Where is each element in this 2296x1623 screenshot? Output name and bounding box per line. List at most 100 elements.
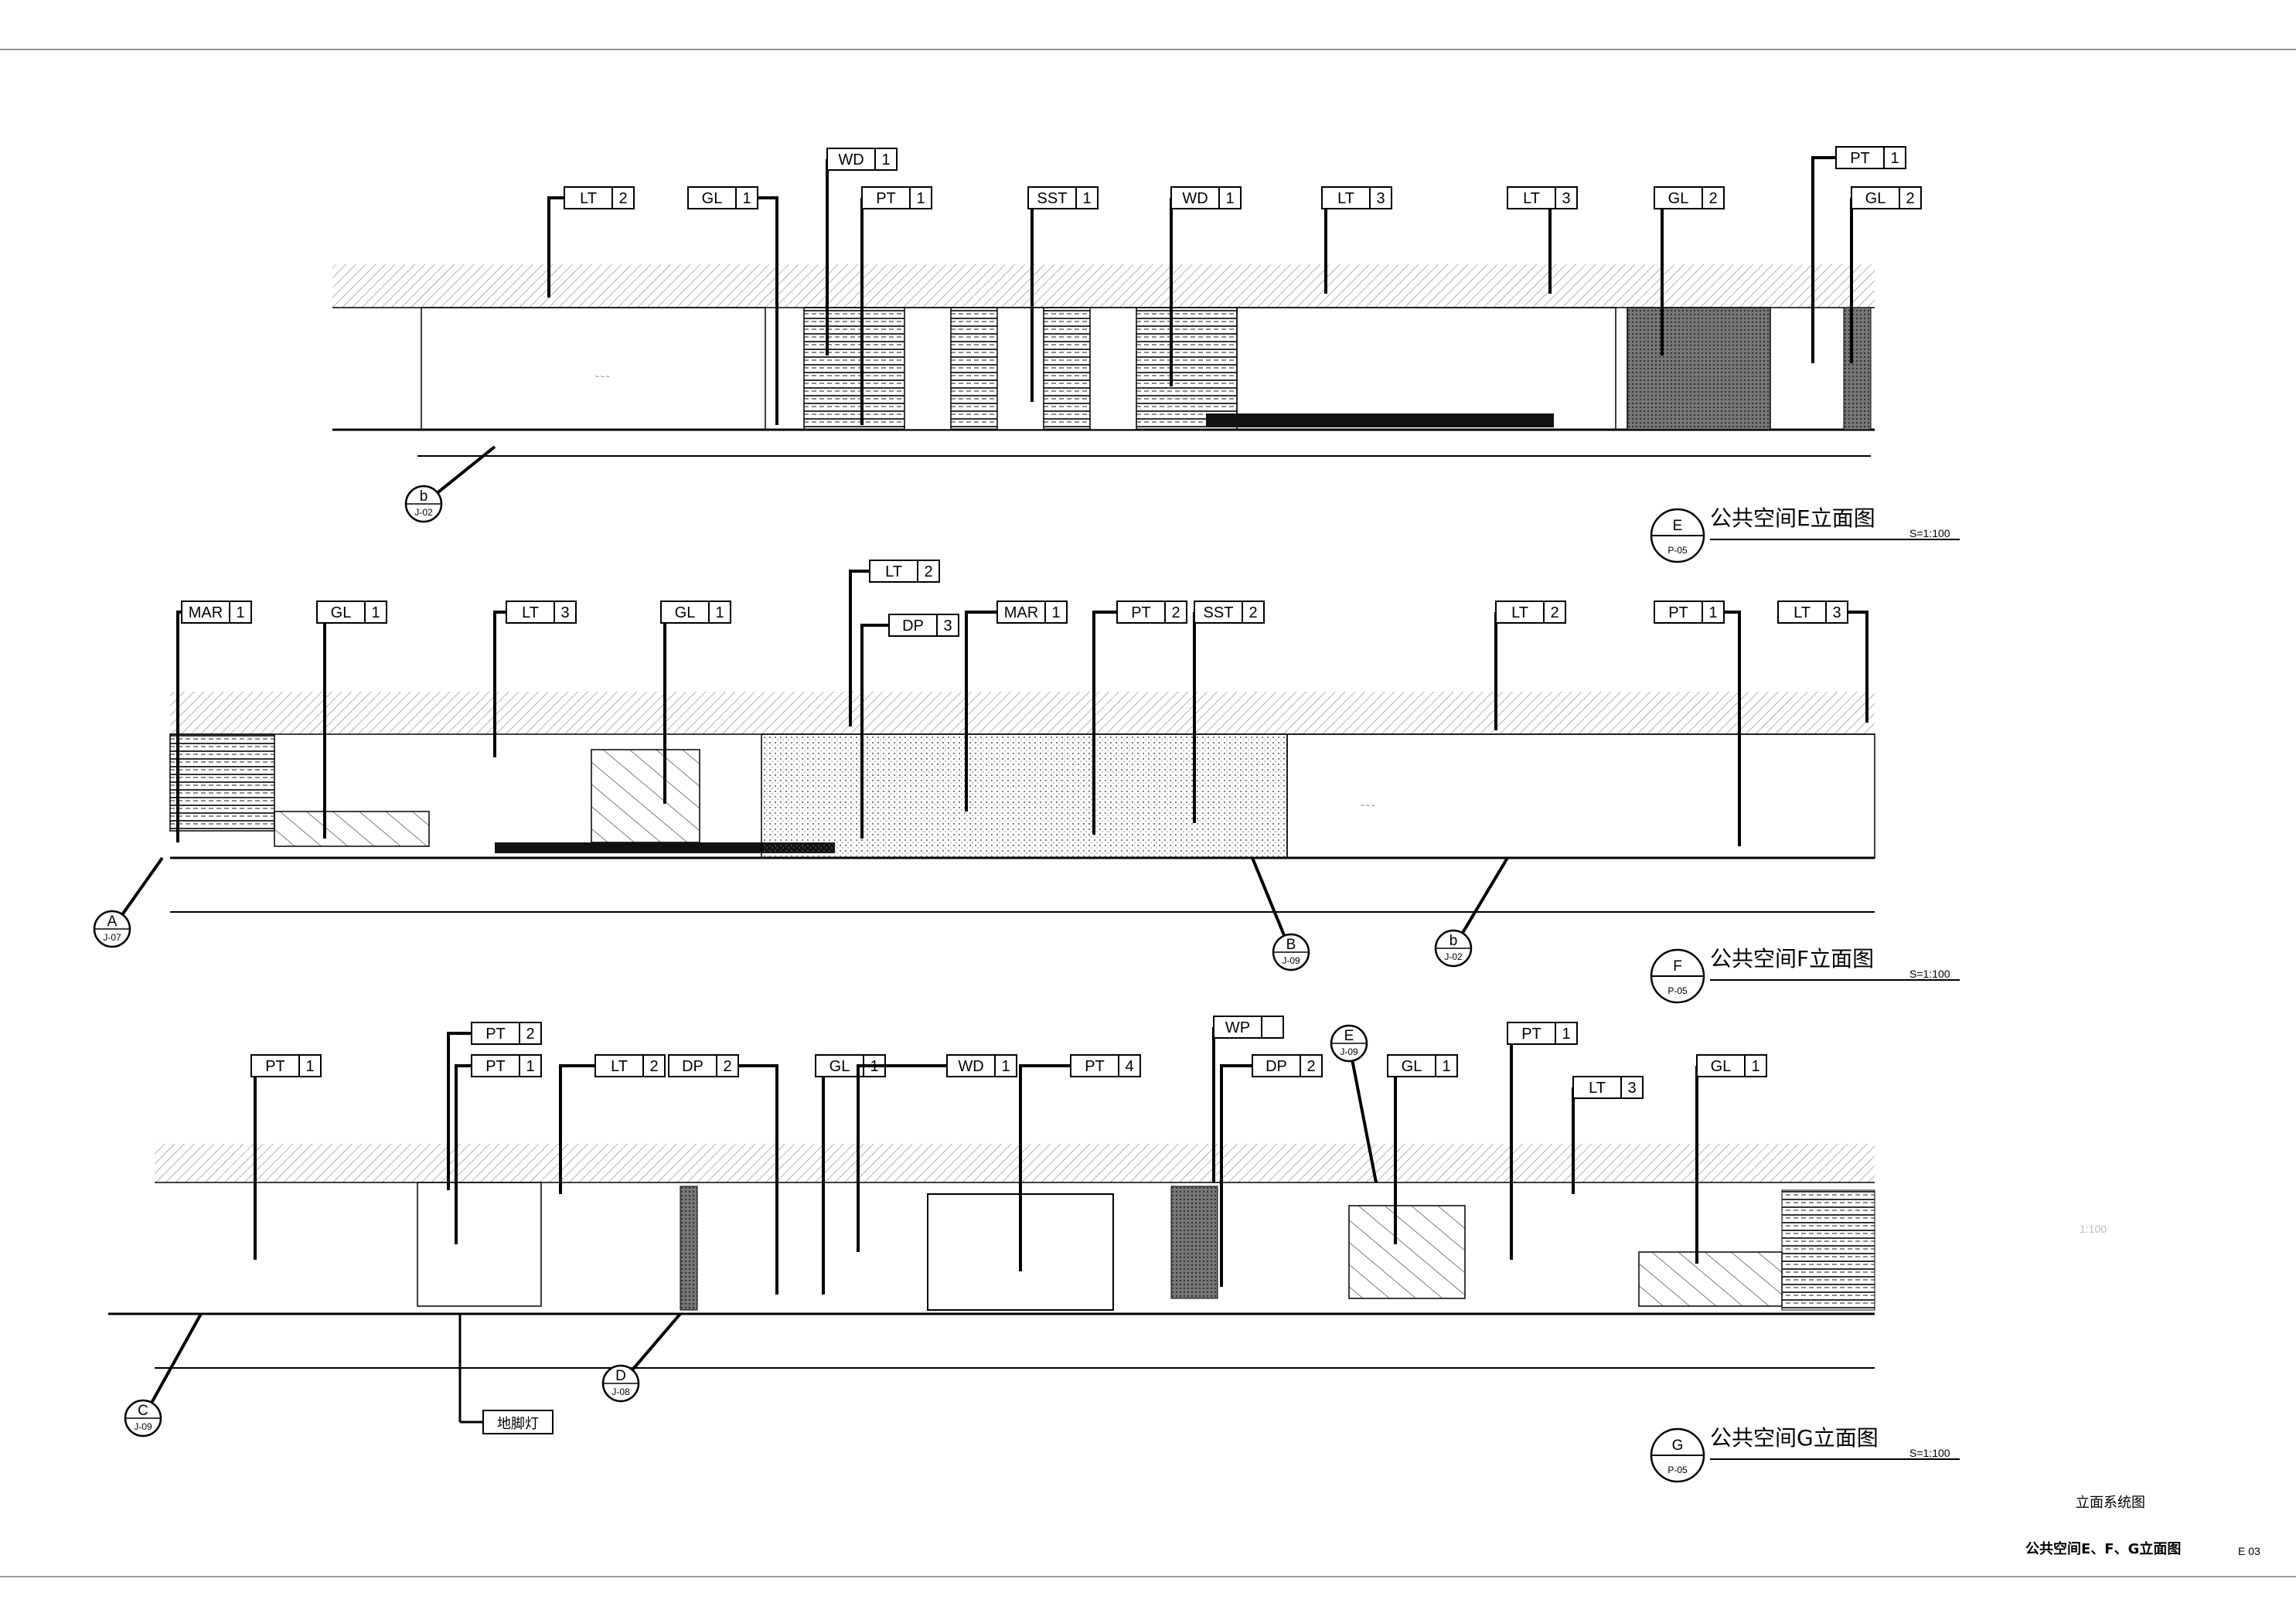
material-code: LT bbox=[522, 604, 539, 621]
material-number: 2 bbox=[1306, 1058, 1315, 1075]
bubble-sheet: J-02 bbox=[1444, 951, 1463, 962]
material-code: LT bbox=[580, 190, 597, 207]
elevation-g-ceiling-hatch bbox=[155, 1144, 1875, 1182]
material-number: 1 bbox=[1562, 1026, 1570, 1043]
material-number: 2 bbox=[1248, 604, 1257, 621]
caption-e-sheet: P-05 bbox=[1667, 545, 1688, 556]
bubble-letter: b bbox=[1449, 933, 1458, 949]
material-number: 3 bbox=[560, 604, 569, 621]
material-code: LT bbox=[611, 1058, 628, 1075]
material-code: GL bbox=[829, 1058, 850, 1075]
elevation-f-marble-left bbox=[169, 733, 275, 832]
material-tag-f-8: PT 2 bbox=[1092, 601, 1187, 835]
material-tag-g-13: LT 3 bbox=[1572, 1076, 1644, 1194]
material-code: PT bbox=[485, 1026, 506, 1043]
elevation-e-stone-wall bbox=[1627, 307, 1771, 430]
elevation-g-stone-panel bbox=[1170, 1186, 1218, 1299]
elevation-g-column bbox=[680, 1186, 698, 1311]
material-tag-f-3: LT 3 bbox=[493, 601, 577, 757]
caption-g-scale: S=1:100 bbox=[1909, 1447, 1950, 1459]
material-tag-g-10: DP 2 bbox=[1220, 1054, 1323, 1287]
material-code: LT bbox=[1337, 190, 1354, 207]
material-code: PT bbox=[1521, 1026, 1541, 1043]
elevation-e-ceiling-hatch bbox=[332, 264, 1875, 308]
caption-f-sheet: P-05 bbox=[1667, 985, 1688, 996]
caption-f-title: 公共空间F立面图 bbox=[1710, 946, 1874, 971]
material-code: LT bbox=[885, 563, 902, 580]
elevation-e-stone-edge bbox=[1843, 307, 1872, 430]
material-number: 2 bbox=[649, 1058, 658, 1075]
material-code: SST bbox=[1204, 604, 1234, 621]
material-code: SST bbox=[1037, 190, 1068, 207]
caption-e-letter: E bbox=[1673, 518, 1683, 534]
material-number: 1 bbox=[1751, 1058, 1759, 1075]
material-code: DP bbox=[682, 1058, 703, 1075]
material-number: 2 bbox=[618, 190, 627, 207]
caption-g-sheet: P-05 bbox=[1667, 1465, 1688, 1475]
material-code: WP bbox=[1225, 1019, 1250, 1036]
material-tag-e-3: WD 1 bbox=[826, 148, 898, 356]
elevation-g-wood-end bbox=[1781, 1189, 1875, 1311]
section-bubble-e-g: EJ-09 bbox=[1330, 1024, 1378, 1183]
elevation-e: ~ ~ ~ bbox=[332, 264, 1875, 457]
material-number: 4 bbox=[1125, 1058, 1133, 1075]
material-code: MAR bbox=[1004, 604, 1038, 621]
caption-e-scale: S=1:100 bbox=[1909, 527, 1950, 539]
material-number: 3 bbox=[1627, 1080, 1636, 1097]
elevation-f-right-wall bbox=[1286, 733, 1875, 859]
section-bubble-a-f: AJ-07 bbox=[93, 856, 164, 948]
caption-g-letter: G bbox=[1672, 1438, 1684, 1454]
elevation-f-marble-wall bbox=[761, 733, 1288, 859]
material-code: LT bbox=[1511, 604, 1528, 621]
material-code: DP bbox=[1266, 1058, 1287, 1075]
material-number: 2 bbox=[1171, 604, 1180, 621]
material-tag-f-9: SST 2 bbox=[1193, 601, 1265, 823]
bubble-letter: A bbox=[107, 914, 118, 930]
caption-g-title: 公共空间G立面图 bbox=[1710, 1425, 1879, 1451]
material-number: 3 bbox=[1562, 190, 1570, 207]
elevation-e-sst-door-1 bbox=[904, 307, 952, 430]
caption-f-scale: S=1:100 bbox=[1909, 968, 1950, 980]
elevation-e-sst-door-2 bbox=[996, 307, 1044, 430]
elevation-f: ~ ~ ~ bbox=[169, 692, 1875, 913]
floor-light-text: 地脚灯 bbox=[497, 1416, 539, 1432]
elevation-f-glass-box bbox=[591, 749, 700, 843]
material-tag-g-12: PT 1 bbox=[1507, 1022, 1578, 1260]
material-code: PT bbox=[1131, 604, 1151, 621]
material-tag-g-9: WP bbox=[1212, 1016, 1284, 1182]
material-tag-g-5: DP 2 bbox=[668, 1054, 778, 1295]
material-code: GL bbox=[702, 190, 723, 207]
elevation-f-bench bbox=[495, 842, 835, 853]
material-number: 1 bbox=[715, 604, 724, 621]
material-code: MAR bbox=[189, 604, 223, 621]
elevation-e-wall-panel bbox=[421, 307, 766, 430]
material-number: 2 bbox=[723, 1058, 731, 1075]
bubble-letter: C bbox=[138, 1403, 148, 1419]
caption-e-title: 公共空间E立面图 bbox=[1710, 505, 1875, 531]
caption-f: F P-05 公共空间F立面图 S=1:100 bbox=[1650, 946, 1960, 1004]
section-bubble-b-f: bJ-02 bbox=[1434, 856, 1509, 968]
material-code: WD bbox=[838, 151, 864, 168]
material-tag-g-4: LT 2 bbox=[559, 1054, 666, 1194]
material-code: LT bbox=[1589, 1080, 1606, 1097]
material-tag-e-1: LT 2 bbox=[547, 186, 635, 298]
material-number: 2 bbox=[1550, 604, 1558, 621]
material-number: 1 bbox=[881, 151, 890, 168]
elevation-g-glass-panel bbox=[1348, 1205, 1466, 1299]
